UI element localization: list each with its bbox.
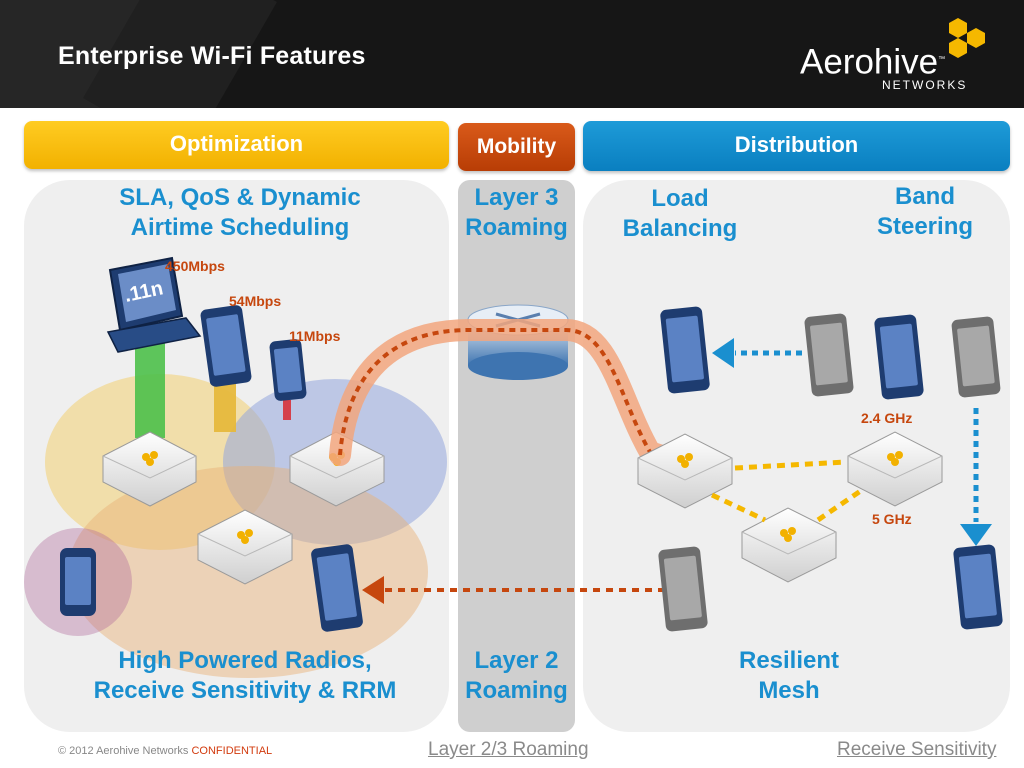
high-powered-radios-label-line2: Receive Sensitivity & RRM	[93, 677, 397, 704]
tablet-icon	[200, 305, 252, 387]
rate-54-label: 54Mbps	[229, 293, 282, 309]
arrow-head-icon	[960, 524, 992, 546]
tablet-icon	[658, 546, 708, 632]
band-5ghz-label: 5 GHz	[872, 511, 912, 527]
rate-450-label: 450Mbps	[165, 258, 225, 274]
throughput-bar-54	[214, 378, 236, 432]
layer3-label-line1: Layer 3	[474, 184, 559, 211]
resilient-mesh-label-line1: Resilient	[738, 647, 840, 674]
throughput-bar-11	[283, 400, 291, 420]
layer2-label-line2: Roaming	[465, 677, 568, 704]
load-balancing-label-line1: Load	[651, 185, 709, 212]
arrow-head-icon	[362, 576, 384, 604]
logo-name: Aerohive	[800, 42, 939, 82]
logo-tm: ™	[938, 56, 946, 63]
access-point-icon	[847, 431, 943, 507]
section-distribution: Distribution	[583, 121, 1010, 171]
access-point-icon	[637, 433, 733, 509]
phone-icon	[60, 548, 96, 616]
layer3-label: Layer 3 Roaming	[458, 183, 575, 243]
logo-subtitle: NETWORKS	[882, 78, 968, 92]
tablet-icon	[874, 314, 924, 400]
page-title: Enterprise Wi-Fi Features	[58, 42, 366, 70]
tablet-icon	[951, 316, 1001, 398]
high-powered-radios-label: High Powered Radios, Receive Sensitivity…	[60, 646, 430, 706]
resilient-mesh-label-line2: Mesh	[758, 677, 820, 704]
logo-wordmark: Aerohive™	[800, 42, 945, 81]
layer2-label-line1: Layer 2	[474, 647, 559, 674]
sla-label: SLA, QoS & Dynamic Airtime Scheduling	[80, 183, 400, 243]
sla-label-line2: Airtime Scheduling	[130, 214, 350, 241]
throughput-bar-450	[135, 338, 165, 438]
layer2-label: Layer 2 Roaming	[458, 646, 575, 706]
arrow-head-icon	[712, 338, 734, 368]
rate-11-label: 11Mbps	[289, 328, 341, 344]
tablet-icon	[804, 313, 854, 397]
confidential-text: CONFIDENTIAL	[191, 745, 273, 757]
high-powered-radios-label-line1: High Powered Radios,	[118, 647, 372, 674]
logo-hexagon-icon	[949, 18, 985, 58]
load-balancing-label-line2: Balancing	[622, 215, 738, 242]
band-steering-label-line2: Steering	[876, 213, 974, 240]
layer3-label-line2: Roaming	[465, 214, 568, 241]
access-point-icon	[102, 431, 197, 507]
band-steering-label: Band Steering	[865, 182, 985, 242]
footer-copyright: © 2012 Aerohive Networks CONFIDENTIAL	[58, 745, 272, 757]
section-mobility: Mobility	[458, 123, 575, 171]
copyright-text: © 2012 Aerohive Networks	[58, 745, 189, 757]
tablet-icon	[660, 306, 710, 394]
band-24ghz-label: 2.4 GHz	[861, 410, 913, 426]
laptop-icon: .11n	[106, 256, 202, 353]
access-point-icon	[741, 507, 837, 583]
phone-icon	[269, 339, 307, 401]
router-icon	[467, 304, 569, 380]
section-optimization: Optimization	[24, 121, 449, 169]
load-balancing-label: Load Balancing	[610, 184, 750, 244]
layer-roaming-link[interactable]: Layer 2/3 Roaming	[428, 739, 589, 760]
tablet-icon	[953, 544, 1003, 630]
sla-label-line1: SLA, QoS & Dynamic	[119, 184, 361, 211]
mobility-panel	[458, 180, 575, 732]
layer3-roaming-arrow	[338, 328, 679, 462]
tablet-icon	[311, 544, 363, 632]
resilient-mesh-label: Resilient Mesh	[718, 646, 860, 706]
title-bar	[0, 0, 1024, 108]
mesh-links	[710, 459, 864, 523]
access-point-icon	[197, 509, 293, 585]
receive-sensitivity-link[interactable]: Receive Sensitivity	[837, 739, 997, 760]
band-steering-label-line1: Band	[895, 183, 955, 210]
